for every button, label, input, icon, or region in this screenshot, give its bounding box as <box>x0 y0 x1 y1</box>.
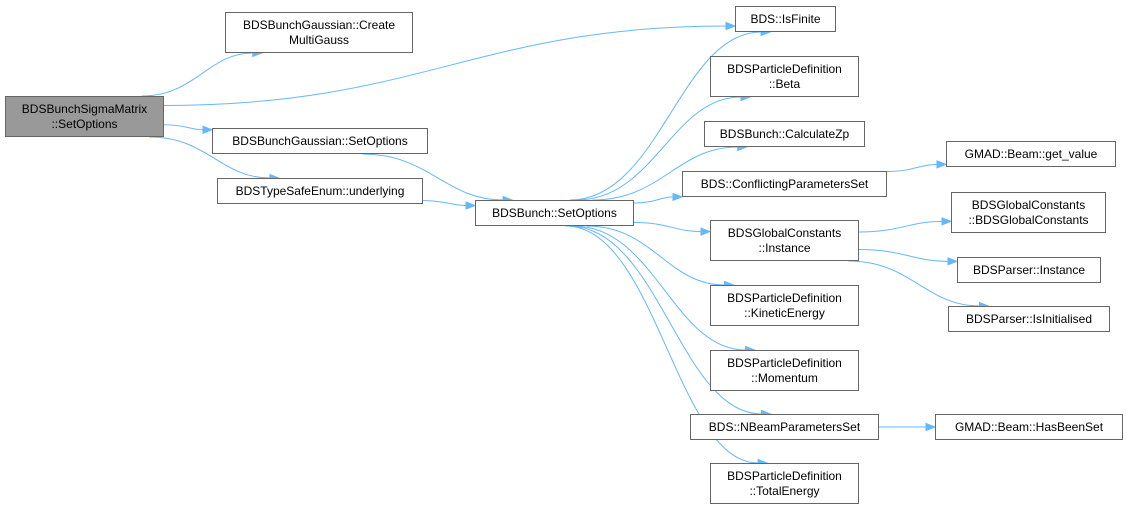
edge-sigma_setoptions-to-tse_underlying <box>149 136 270 179</box>
arrowhead-isfinite <box>725 21 737 31</box>
edge-bunch_setoptions-to-beta <box>576 96 741 201</box>
node-label-line: BDSBunch::SetOptions <box>492 205 617 220</box>
node-label-line: BDSGlobalConstants <box>971 197 1086 212</box>
node-label-line: MultiGauss <box>288 32 350 47</box>
node-label-line: ::KineticEnergy <box>744 305 825 320</box>
node-label-line: ::Momentum <box>751 370 818 385</box>
node-bds-nbeamparametersset[interactable]: BDS::NBeamParametersSet <box>690 414 879 440</box>
node-label-line: BDSBunchSigmaMatrix <box>21 101 148 116</box>
node-bdsglobalconstants-instance[interactable]: BDSGlobalConstants ::Instance <box>710 220 859 261</box>
arrowhead-bunch_setoptions <box>465 201 477 210</box>
node-label-line: GMAD::Beam::HasBeenSet <box>954 419 1104 434</box>
edge-gc_instance-to-parser_instance <box>858 248 949 262</box>
edge-bunch_setoptions-to-isfinite <box>569 31 762 201</box>
edge-tse_underlying-to-bunch_setoptions <box>422 200 467 207</box>
node-label-line: BDSBunchGaussian::SetOptions <box>232 133 408 148</box>
node-bds-isfinite[interactable]: BDS::IsFinite <box>735 6 836 32</box>
node-label-line: BDSGlobalConstants <box>727 225 842 240</box>
node-bdsparticledefinition-totalenergy[interactable]: BDSParticleDefinition ::TotalEnergy <box>710 463 859 504</box>
edge-bunch_setoptions-to-nbeam <box>568 225 762 415</box>
edge-bunch_setoptions-to-kinetic <box>586 225 725 286</box>
node-label-line: BDSParser::IsInitialised <box>965 311 1093 326</box>
node-label-line: BDSBunch::CalculateZp <box>719 126 850 141</box>
edge-bunch_setoptions-to-totalenergy <box>565 225 759 464</box>
edge-conflicting-to-getvalue <box>886 163 938 173</box>
node-label-line: BDS::ConflictingParametersSet <box>700 176 869 191</box>
edge-sigma_setoptions-to-gauss_create <box>141 52 253 97</box>
node-label-line: ::Beta <box>768 76 801 91</box>
node-label-line: BDSParticleDefinition <box>727 61 842 76</box>
node-label-line: ::BDSGlobalConstants <box>968 212 1089 227</box>
node-bdstypesafeenum-underlying[interactable]: BDSTypeSafeEnum::underlying <box>217 178 423 204</box>
node-label-line: BDS::NBeamParametersSet <box>708 419 861 434</box>
arrowhead-getvalue <box>936 160 948 169</box>
node-bdsparser-isinitialised[interactable]: BDSParser::IsInitialised <box>948 306 1110 332</box>
node-gmad-beam-hasbeenset[interactable]: GMAD::Beam::HasBeenSet <box>935 414 1123 440</box>
node-gmad-beam-get-value[interactable]: GMAD::Beam::get_value <box>946 141 1116 167</box>
node-bdsparticledefinition-momentum[interactable]: BDSParticleDefinition ::Momentum <box>710 350 859 391</box>
node-label-line: BDSBunchGaussian::Create <box>242 17 396 32</box>
edge-bunch_setoptions-to-momentum <box>573 225 746 351</box>
node-label-line: BDSParser::Instance <box>972 262 1086 277</box>
edge-gc_instance-to-gc_ctor <box>858 220 943 233</box>
node-bdsbunchsigmamatrix-setoptions: BDSBunchSigmaMatrix ::SetOptions <box>5 96 164 137</box>
node-label-line: GMAD::Beam::get_value <box>964 146 1098 161</box>
edge-sigma_setoptions-to-isfinite <box>163 25 727 106</box>
arrowhead-gc_instance <box>700 227 712 236</box>
node-bdsparticledefinition-kineticenergy[interactable]: BDSParticleDefinition ::KineticEnergy <box>710 285 859 326</box>
edge-gc_instance-to-parser_isinit <box>848 260 980 307</box>
node-bdsglobalconstants-bdsglobalconstants[interactable]: BDSGlobalConstants ::BDSGlobalConstants <box>951 192 1106 233</box>
arrowhead-gc_ctor <box>941 217 953 226</box>
node-bdsbunchgaussian-setoptions[interactable]: BDSBunchGaussian::SetOptions <box>212 128 428 154</box>
node-label-line: BDSTypeSafeEnum::underlying <box>235 183 405 198</box>
node-bdsbunch-setoptions[interactable]: BDSBunch::SetOptions <box>475 200 634 226</box>
node-label-line: BDSParticleDefinition <box>727 290 842 305</box>
arrowhead-hasbeenset <box>925 422 937 432</box>
edge-gauss_setoptions-to-bunch_setoptions <box>362 153 504 201</box>
node-bdsparser-instance[interactable]: BDSParser::Instance <box>957 257 1101 283</box>
edge-bunch_setoptions-to-calczp <box>592 146 738 201</box>
arrowhead-conflicting <box>672 192 684 202</box>
arrowhead-gauss_setoptions <box>202 125 214 134</box>
node-bds-conflictingparametersset[interactable]: BDS::ConflictingParametersSet <box>682 171 887 197</box>
node-label-line: ::TotalEnergy <box>749 483 820 498</box>
edge-bunch_setoptions-to-conflicting <box>633 196 674 204</box>
edge-bunch_setoptions-to-gc_instance <box>633 222 702 233</box>
node-label-line: ::SetOptions <box>51 116 118 131</box>
node-bdsbunch-calculatezp[interactable]: BDSBunch::CalculateZp <box>704 121 865 147</box>
node-bdsparticledefinition-beta[interactable]: BDSParticleDefinition ::Beta <box>710 56 859 97</box>
node-label-line: BDSParticleDefinition <box>727 355 842 370</box>
arrowhead-parser_instance <box>947 257 959 266</box>
node-label-line: BDS::IsFinite <box>750 11 821 26</box>
node-bdsbunchgaussian-createmultigauss[interactable]: BDSBunchGaussian::Create MultiGauss <box>225 12 413 53</box>
node-label-line: ::Instance <box>758 240 811 255</box>
node-label-line: BDSParticleDefinition <box>727 468 842 483</box>
edge-sigma_setoptions-to-gauss_setoptions <box>163 124 204 131</box>
